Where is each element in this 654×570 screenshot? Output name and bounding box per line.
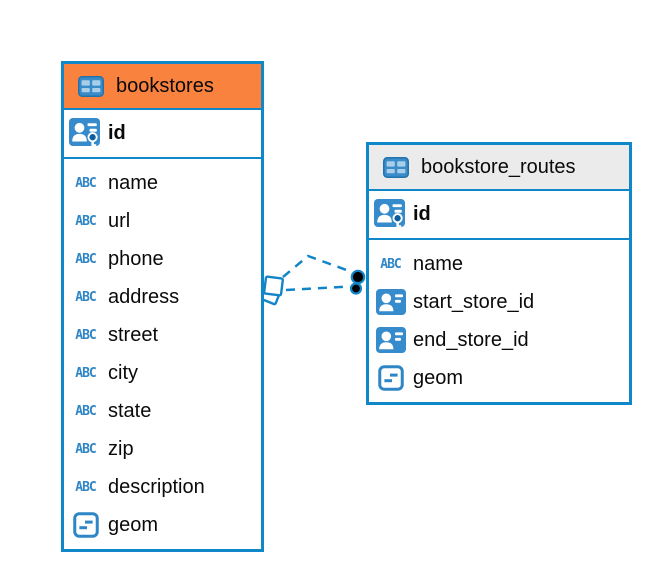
primary-key-icon (68, 118, 103, 149)
text-type-icon: ABC (75, 213, 97, 229)
dot-marker-lower (349, 282, 363, 295)
column-row-description[interactable]: ABC description (64, 468, 261, 506)
relation-line-start-store[interactable] (282, 254, 353, 278)
column-row-id[interactable]: id (369, 191, 629, 240)
column-row-address[interactable]: ABC address (64, 278, 261, 316)
table-bookstore-routes[interactable]: bookstore_routes id ABC name (366, 142, 632, 405)
column-name: id (108, 122, 126, 144)
column-row-end-store-id[interactable]: end_store_id (369, 321, 629, 359)
column-row-id[interactable]: id (64, 110, 261, 159)
column-name: start_store_id (413, 290, 535, 313)
table-bookstores[interactable]: bookstores id ABC name (61, 61, 264, 552)
foreign-key-icon (373, 289, 408, 315)
text-type-icon: ABC (75, 175, 97, 191)
column-name: name (108, 171, 159, 194)
text-type-icon: ABC (75, 365, 97, 381)
relation-diamond-marker (258, 275, 285, 306)
column-name: city (108, 361, 138, 384)
column-row-phone[interactable]: ABC phone (64, 240, 261, 278)
column-row-name[interactable]: ABC name (64, 164, 261, 202)
column-name: state (108, 399, 152, 422)
column-name: name (413, 252, 464, 275)
text-type-icon: ABC (75, 327, 97, 343)
table-title: bookstore_routes (421, 155, 576, 178)
column-row-url[interactable]: ABC url (64, 202, 261, 240)
column-name: geom (413, 366, 464, 389)
table-title: bookstores (116, 74, 214, 97)
column-name: end_store_id (413, 328, 529, 351)
text-type-icon: ABC (75, 479, 97, 495)
dot-marker-upper (350, 269, 366, 285)
column-name: zip (108, 437, 134, 460)
column-name: description (108, 475, 205, 498)
relation-line-end-store[interactable] (285, 285, 351, 292)
column-name: street (108, 323, 159, 346)
text-type-icon: ABC (75, 441, 97, 457)
text-type-icon: ABC (75, 403, 97, 419)
foreign-key-icon (373, 327, 408, 353)
column-row-start-store-id[interactable]: start_store_id (369, 283, 629, 321)
column-list: ABC name start_store_id (369, 240, 629, 402)
column-name: url (108, 209, 131, 232)
diamond-marker-front (262, 275, 285, 297)
column-name: id (413, 203, 431, 225)
primary-key-icon (373, 199, 408, 230)
table-icon (378, 156, 413, 178)
text-type-icon: ABC (75, 251, 97, 267)
table-header-bookstores[interactable]: bookstores (64, 64, 261, 110)
table-icon (73, 75, 108, 97)
column-name: geom (108, 513, 159, 536)
column-name: phone (108, 247, 164, 270)
column-row-city[interactable]: ABC city (64, 354, 261, 392)
text-type-icon: ABC (75, 289, 97, 305)
column-row-name[interactable]: ABC name (369, 245, 629, 283)
column-row-geom[interactable]: geom (369, 359, 629, 397)
geometry-type-icon (373, 365, 408, 391)
relation-dot-marker (349, 269, 366, 295)
column-name: address (108, 285, 180, 308)
column-row-zip[interactable]: ABC zip (64, 430, 261, 468)
column-list: ABC name ABC url ABC phone ABC address A… (64, 159, 261, 549)
column-row-street[interactable]: ABC street (64, 316, 261, 354)
table-header-bookstore-routes[interactable]: bookstore_routes (369, 145, 629, 191)
geometry-type-icon (68, 512, 103, 538)
column-row-state[interactable]: ABC state (64, 392, 261, 430)
column-row-geom[interactable]: geom (64, 506, 261, 544)
text-type-icon: ABC (380, 256, 402, 272)
